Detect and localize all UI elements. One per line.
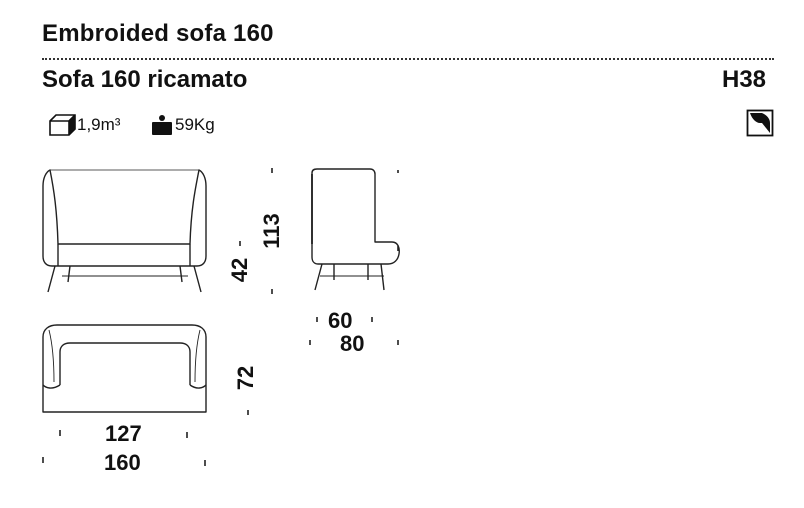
volume-value: 1,9m³ xyxy=(77,115,121,134)
seat-depth-label: 60 xyxy=(328,308,353,333)
fabric-swatch-icon xyxy=(746,109,774,137)
dotted-divider xyxy=(42,58,774,60)
total-width-label: 160 xyxy=(104,450,141,475)
seat-width-label: 127 xyxy=(105,421,142,446)
product-subtitle: Sofa 160 ricamato xyxy=(42,66,248,93)
seat-height-label: 42 xyxy=(227,257,252,283)
volume-spec: 1,9m³ xyxy=(48,112,120,138)
total-depth-label: 80 xyxy=(340,331,365,356)
weight-icon xyxy=(152,115,172,135)
dimension-ticks xyxy=(42,168,399,466)
weight-value: 59Kg xyxy=(175,115,215,134)
product-code: H38 xyxy=(722,66,767,93)
product-title: Embroided sofa 160 xyxy=(42,20,274,47)
front-view-drawing xyxy=(42,169,207,293)
weight-spec: 59Kg xyxy=(150,112,215,138)
top-depth-label: 72 xyxy=(233,365,258,391)
top-view-drawing xyxy=(42,324,207,413)
box-icon xyxy=(49,114,76,136)
side-view-drawing xyxy=(311,168,400,291)
total-height-label: 113 xyxy=(259,213,284,249)
fabric-swatch xyxy=(746,109,774,142)
